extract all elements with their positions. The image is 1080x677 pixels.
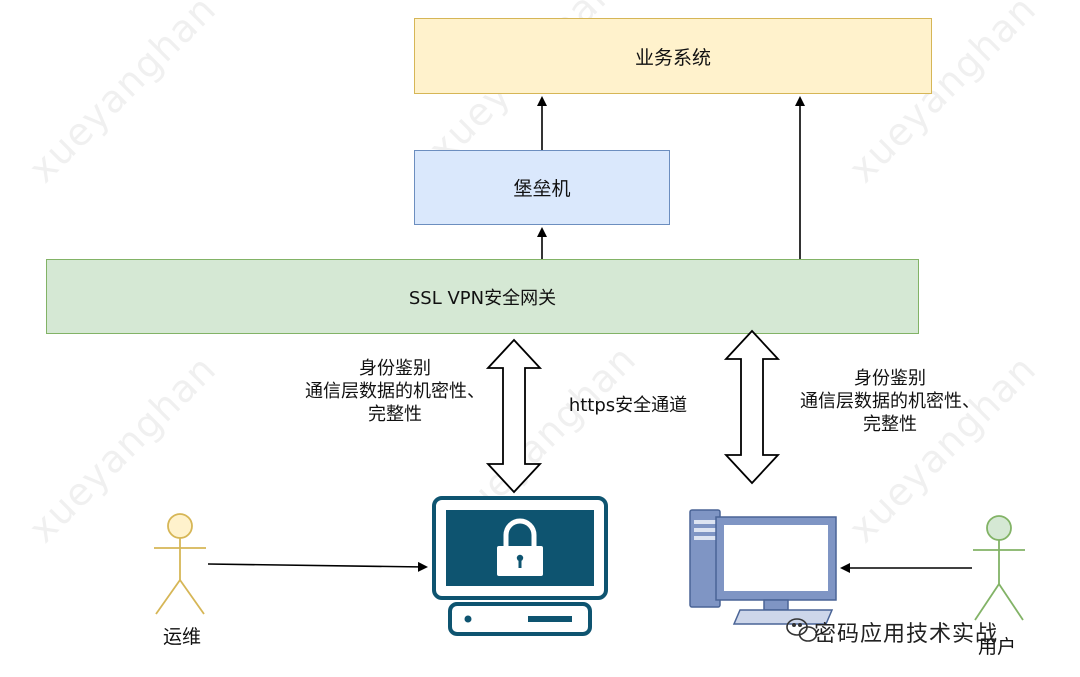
right-channel-label: 身份鉴别 通信层数据的机密性、 完整性	[785, 367, 995, 436]
user-actor-label: 用户	[977, 636, 1016, 658]
https-channel-label: https安全通道	[568, 395, 688, 416]
business-system-label: 业务系统	[634, 46, 711, 69]
ssl-vpn-gateway-label: SSL VPN安全网关	[408, 287, 557, 309]
wechat-account-badge: 密码应用技术实战	[786, 616, 998, 648]
double-arrow-left-channel	[485, 338, 543, 494]
wechat-account-name: 密码应用技术实战	[814, 622, 999, 647]
left-channel-label-line: 完整性	[368, 404, 422, 425]
double-arrow-right-channel	[723, 329, 781, 485]
wechat-icon	[786, 618, 818, 642]
right-channel-label-line: 完整性	[863, 414, 917, 435]
ops-actor-label: 运维	[162, 626, 201, 648]
ops-actor-icon	[154, 513, 206, 615]
business-system-box: 业务系统	[414, 18, 932, 94]
user-actor-icon	[973, 515, 1025, 621]
bastion-host-label: 堡垒机	[513, 178, 571, 200]
secure-terminal-icon	[432, 496, 608, 636]
right-channel-label-line: 通信层数据的机密性、	[800, 391, 980, 412]
bastion-host-box: 堡垒机	[414, 150, 670, 225]
lock-icon	[497, 518, 543, 576]
arrow-ops-to-terminal	[207, 561, 428, 572]
left-channel-label: 身份鉴别 通信层数据的机密性、 完整性	[290, 357, 500, 426]
left-channel-label-line: 通信层数据的机密性、	[305, 381, 485, 402]
desktop-pc-icon	[689, 509, 837, 625]
right-channel-label-line: 身份鉴别	[854, 368, 926, 389]
ssl-vpn-gateway-box: SSL VPN安全网关	[46, 259, 919, 334]
left-channel-label-line: 身份鉴别	[359, 358, 431, 379]
